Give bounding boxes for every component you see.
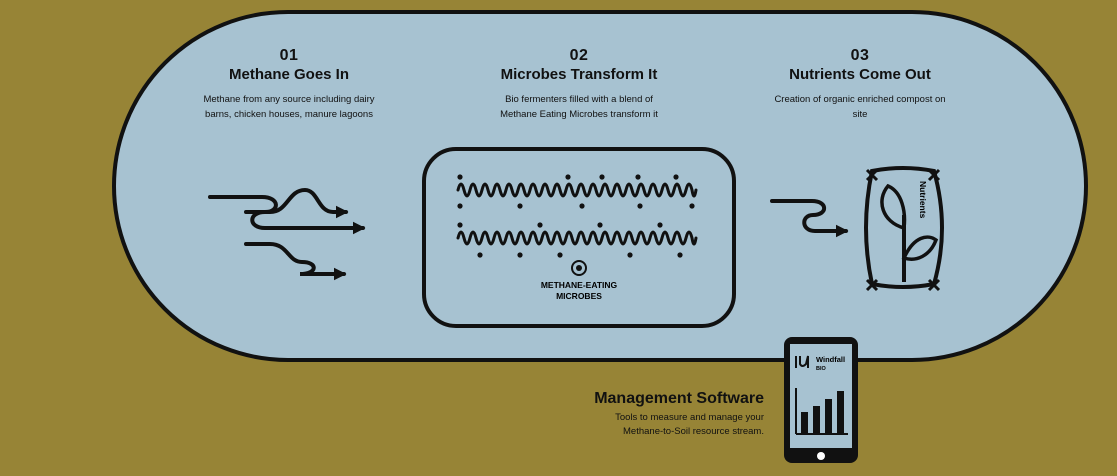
step-title: Microbes Transform It bbox=[500, 66, 658, 83]
microbe-dot bbox=[599, 174, 605, 180]
management-software-caption: Management Software Tools to measure and… bbox=[594, 390, 764, 439]
microbe-dot bbox=[477, 252, 483, 258]
methane-flow-icon bbox=[208, 187, 366, 281]
target-icon bbox=[571, 260, 587, 276]
management-title: Management Software bbox=[594, 390, 764, 407]
step-nutrients-out: 03 Nutrients Come Out Creation of organi… bbox=[745, 47, 975, 122]
microbe-dot bbox=[637, 203, 643, 209]
windfall-logo-icon bbox=[795, 355, 809, 368]
microbe-dot bbox=[689, 203, 695, 209]
microbe-dot bbox=[597, 222, 603, 228]
brand-name: Windfall bbox=[816, 355, 845, 364]
microbe-dot bbox=[557, 252, 563, 258]
microbe-dot bbox=[457, 174, 463, 180]
microbe-dots bbox=[457, 174, 695, 258]
fermenter-tank bbox=[422, 147, 736, 328]
process-pill bbox=[112, 10, 1088, 362]
microbe-dot bbox=[565, 174, 571, 180]
microbe-dot bbox=[517, 203, 523, 209]
step-number: 01 bbox=[279, 47, 299, 64]
microbe-chain-bottom bbox=[456, 230, 698, 246]
microbe-dot bbox=[579, 203, 585, 209]
chart-bar bbox=[813, 406, 820, 434]
output-arrow-icon bbox=[770, 199, 849, 238]
microbe-dot bbox=[537, 222, 543, 228]
nutrients-bag-icon: Nutrients bbox=[864, 166, 944, 292]
bag-label: Nutrients bbox=[918, 181, 928, 219]
step-description: Bio fermenters filled with a blend of Me… bbox=[500, 94, 658, 120]
leaf-icon bbox=[880, 183, 907, 231]
step-number: 02 bbox=[569, 47, 589, 64]
microbes-label: METHANE-EATING bbox=[541, 280, 618, 290]
step-number: 03 bbox=[850, 47, 870, 64]
microbe-dot bbox=[635, 174, 641, 180]
step-title: Nutrients Come Out bbox=[789, 66, 931, 83]
microbe-chain-top bbox=[456, 182, 698, 198]
microbe-dot bbox=[673, 174, 679, 180]
microbe-dot bbox=[457, 203, 463, 209]
step-methane-in: 01 Methane Goes In Methane from any sour… bbox=[174, 47, 404, 122]
home-button-icon bbox=[817, 452, 825, 460]
tablet-device: Windfall BIO bbox=[784, 337, 858, 463]
microbe-dot bbox=[677, 252, 683, 258]
brand-sub: BIO bbox=[816, 366, 827, 372]
step-description: Creation of organic enriched compost on … bbox=[774, 94, 946, 120]
microbe-dot bbox=[457, 222, 463, 228]
step-microbes-transform: 02 Microbes Transform It Bio fermenters … bbox=[464, 47, 694, 122]
chart-bar bbox=[825, 399, 832, 434]
step-title: Methane Goes In bbox=[228, 66, 350, 83]
microbe-dot bbox=[627, 252, 633, 258]
chart-bar bbox=[837, 391, 844, 434]
step-description: Methane from any source including dairy … bbox=[203, 94, 375, 120]
microbes-label: MICROBES bbox=[556, 291, 602, 301]
chart-bar bbox=[801, 412, 808, 434]
leaf-icon bbox=[901, 235, 939, 261]
microbe-dot bbox=[517, 252, 523, 258]
management-description: Tools to measure and manage your Methane… bbox=[615, 412, 764, 437]
microbe-dot bbox=[657, 222, 663, 228]
